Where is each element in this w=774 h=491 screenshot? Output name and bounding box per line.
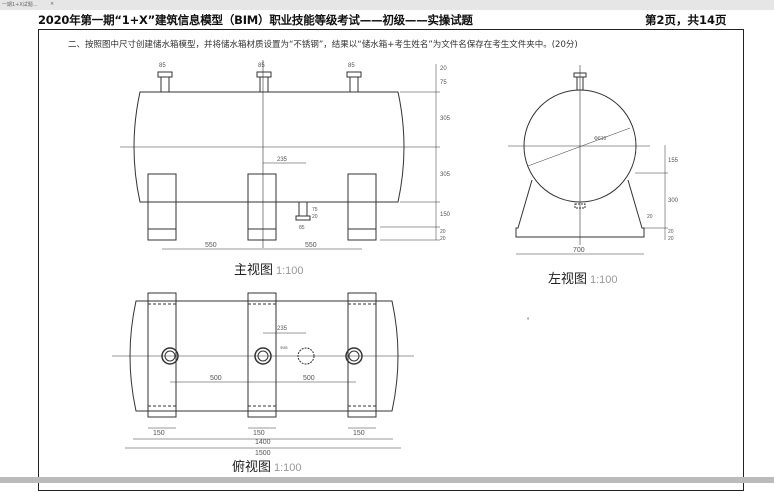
page-number: 第2页，共14页 xyxy=(645,13,727,27)
dimension-label: 20 xyxy=(440,66,447,72)
dimension-label: 155 xyxy=(668,158,679,164)
dimension-label: 85 xyxy=(299,225,305,231)
page-title: 2020年第一期“1+X”建筑信息模型（BIM）职业技能等级考试——初级——实操… xyxy=(38,13,473,27)
dimension-label: 150 xyxy=(253,430,265,437)
task-text: 二、按照图中尺寸创建储水箱模型，并将储水箱材质设置为“不锈钢”，结果以“储水箱+… xyxy=(68,40,578,50)
supports xyxy=(147,173,377,241)
document-tab[interactable]: 一期1+X试题... xyxy=(2,2,38,8)
dimension-label: 305 xyxy=(440,116,451,122)
dimension-label: 500 xyxy=(303,375,315,382)
dimension-label: 1400 xyxy=(255,439,271,446)
dimension-label: 1:100 xyxy=(276,265,304,277)
dimension-label: 20 xyxy=(440,236,446,242)
front-view: 85 85 85 235 550 550 85 75 20 20 75 305 … xyxy=(120,60,451,278)
dimension-label: 1:100 xyxy=(590,274,618,286)
dimension-label: 20 xyxy=(668,229,674,235)
dimension-label: 75 xyxy=(312,207,318,213)
supports-plan xyxy=(147,292,377,418)
dimension-label: 150 xyxy=(440,212,451,218)
tank-body xyxy=(133,91,405,203)
dimension-label: 85 xyxy=(348,63,355,69)
front-view-label: 主视图 xyxy=(234,263,273,278)
close-tab-icon[interactable]: × xyxy=(50,1,55,7)
dimension-label: 20 xyxy=(668,236,674,242)
dimension-label: 85 xyxy=(258,63,265,69)
dimension-label: 85 xyxy=(159,63,166,69)
top-view: 235 Φ85 500 500 150 150 150 1400 1500 俯视… xyxy=(112,292,414,475)
dimension-label: 235 xyxy=(277,157,288,163)
dimension-label: 150 xyxy=(353,430,365,437)
side-view-label: 左视图 xyxy=(548,272,587,287)
dimension-label: 150 xyxy=(153,430,165,437)
bottom-pipe xyxy=(298,201,308,217)
dimension-label: 300 xyxy=(668,198,679,204)
dimension-label: 20 xyxy=(312,214,318,220)
dimension-label: Φ610 xyxy=(594,136,607,142)
dimension-label: 235 xyxy=(277,326,288,332)
dimension-label: Φ85 xyxy=(280,345,288,350)
dimension-label: 1500 xyxy=(255,450,271,457)
top-nozzles xyxy=(157,71,362,93)
dimension-label: ˚ xyxy=(527,317,530,326)
dimension-label: 20 xyxy=(647,214,653,220)
top-view-label: 俯视图 xyxy=(232,459,271,475)
dimension-label: 305 xyxy=(440,172,451,178)
side-view: Φ610 700 155 300 20 20 20 左视图 1:100 ˚ xyxy=(508,65,679,326)
tab-bar: 一期1+X试题... × xyxy=(0,0,774,10)
dimension-label: 550 xyxy=(205,242,217,249)
bottom-bar xyxy=(0,477,774,483)
dimension-label: 550 xyxy=(305,242,317,249)
dimension-label: 500 xyxy=(210,375,222,382)
dimension-label: 75 xyxy=(440,80,447,86)
dimension-label: 1:100 xyxy=(274,462,302,474)
dimension-label: 700 xyxy=(573,247,585,254)
dimension-label: 20 xyxy=(440,229,446,235)
